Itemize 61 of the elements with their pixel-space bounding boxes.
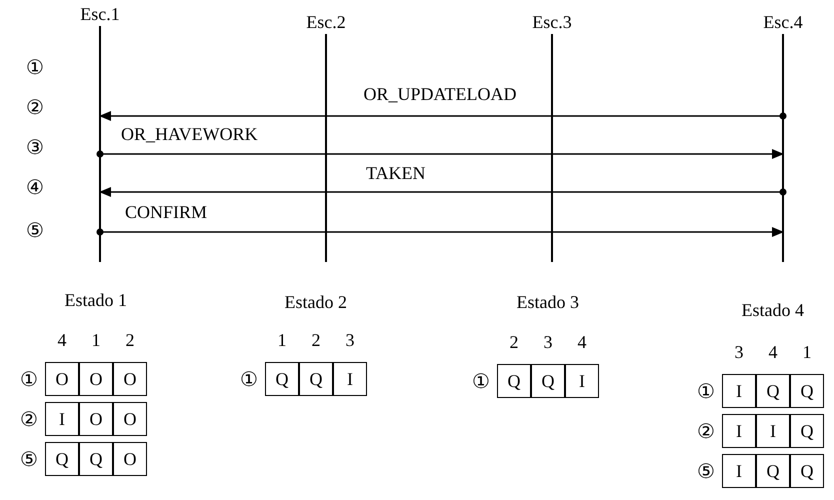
table-title: Estado 2 bbox=[284, 292, 347, 312]
message-arrow bbox=[96, 149, 784, 159]
table-cell: Q bbox=[756, 374, 790, 408]
table-cell: O bbox=[79, 402, 113, 436]
table-cell: Q bbox=[531, 364, 565, 398]
step-number: ② bbox=[26, 97, 44, 117]
table-cell: I bbox=[333, 362, 367, 396]
table-cell: Q bbox=[790, 454, 824, 488]
table-cell: Q bbox=[497, 364, 531, 398]
column-header: 4 bbox=[768, 342, 778, 362]
table-cell: I bbox=[722, 414, 756, 448]
table-cell: Q bbox=[790, 414, 824, 448]
table-cell: Q bbox=[265, 362, 299, 396]
column-header: 1 bbox=[278, 330, 286, 350]
column-header: 4 bbox=[58, 330, 66, 350]
column-header: 1 bbox=[802, 342, 812, 362]
table-cell: I bbox=[565, 364, 599, 398]
column-header: 2 bbox=[510, 332, 518, 352]
table-cell: O bbox=[79, 362, 113, 396]
table-cell: I bbox=[756, 414, 790, 448]
lifeline-label: Esc.3 bbox=[531, 12, 573, 32]
step-number: ① bbox=[697, 381, 715, 401]
column-header: 3 bbox=[734, 342, 744, 362]
lifeline-label: Esc.2 bbox=[305, 12, 347, 32]
column-header: 4 bbox=[578, 332, 586, 352]
table-cell: I bbox=[45, 402, 79, 436]
column-header: 2 bbox=[312, 330, 320, 350]
table-cell: I bbox=[722, 454, 756, 488]
table-cell: Q bbox=[299, 362, 333, 396]
message-arrow bbox=[99, 187, 786, 197]
message-arrow bbox=[99, 111, 786, 121]
column-header: 3 bbox=[346, 330, 354, 350]
step-number: ① bbox=[26, 57, 44, 77]
table-title: Estado 1 bbox=[64, 290, 127, 310]
step-number: ④ bbox=[26, 177, 44, 197]
table-cell: O bbox=[45, 362, 79, 396]
step-number: ① bbox=[240, 369, 258, 389]
table-cell: Q bbox=[79, 442, 113, 476]
lifeline-label: Esc.1 bbox=[79, 4, 121, 24]
table-cell: I bbox=[722, 374, 756, 408]
lifeline-label: Esc.4 bbox=[762, 12, 804, 32]
table-title: Estado 4 bbox=[742, 300, 804, 320]
table-cell: Q bbox=[45, 442, 79, 476]
table-title: Estado 3 bbox=[516, 292, 579, 312]
column-header: 2 bbox=[126, 330, 134, 350]
column-header: 3 bbox=[544, 332, 552, 352]
message-arrow bbox=[96, 227, 784, 237]
step-number: ③ bbox=[26, 137, 44, 157]
step-number: ⑤ bbox=[20, 449, 38, 469]
table-cell: O bbox=[113, 402, 147, 436]
table-cell: Q bbox=[756, 454, 790, 488]
step-number: ⑤ bbox=[697, 461, 715, 481]
step-number: ⑤ bbox=[26, 220, 44, 240]
step-number: ① bbox=[472, 371, 490, 391]
step-number: ② bbox=[20, 409, 38, 429]
table-cell: O bbox=[113, 442, 147, 476]
step-number: ① bbox=[20, 369, 38, 389]
table-cell: O bbox=[113, 362, 147, 396]
column-header: 1 bbox=[92, 330, 100, 350]
step-number: ② bbox=[697, 421, 715, 441]
table-cell: Q bbox=[790, 374, 824, 408]
